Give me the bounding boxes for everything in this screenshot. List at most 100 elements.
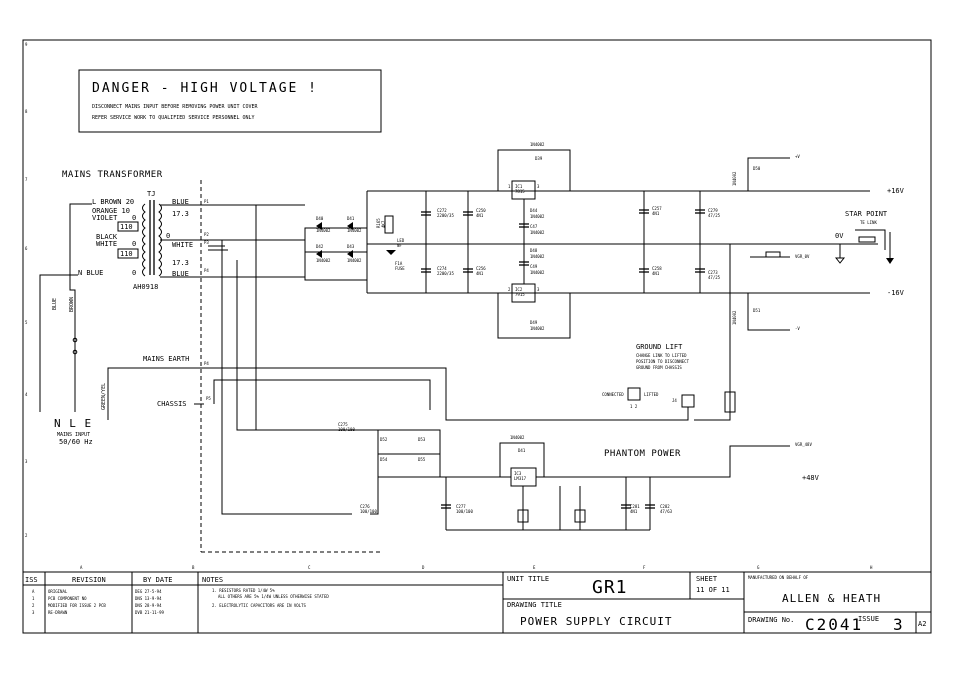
phantom-title: PHANTOM POWER: [604, 449, 681, 459]
title-block: ISS REVISION BY DATE NOTES A ORIGINAL DE…: [23, 572, 931, 634]
svg-text:1N4002: 1N4002: [316, 228, 331, 233]
rev-iss-2: 2: [32, 603, 35, 608]
rail-zero-label: 0V: [835, 232, 844, 240]
mains-transformer: MAINS TRANSFORMER TJ L BROWN 20 ORANGE 1…: [62, 170, 209, 291]
grid-col-b: B: [192, 565, 195, 570]
svg-text:1N4002: 1N4002: [316, 258, 331, 263]
wire-green-yel: GREEN/YEL: [101, 383, 107, 410]
transformer-part: AH0918: [133, 283, 158, 291]
svg-text:1N4002: 1N4002: [347, 228, 362, 233]
mains-input: BLUE BROWN GREEN/YEL N L E MAINS INPUT 5…: [39, 203, 211, 446]
danger-title: DANGER - HIGH VOLTAGE !: [92, 81, 318, 96]
svg-text:1N4002: 1N4002: [530, 142, 545, 147]
svg-text:VGR_0V: VGR_0V: [795, 254, 810, 259]
issue-value: 3: [893, 615, 905, 634]
rev-by-2: DNS 28-9-94: [135, 603, 162, 608]
primary-1: L BROWN 20: [92, 198, 134, 206]
svg-text:D52: D52: [380, 437, 388, 442]
rev-iss-1: 1: [32, 596, 35, 601]
svg-text:3: 3: [537, 287, 540, 292]
grid-row-labels: 9 8 7 6 5 4 3 2: [25, 42, 28, 538]
primary-3: VIOLET: [92, 214, 118, 222]
secondary-1: BLUE: [172, 198, 189, 206]
svg-text:3: 3: [537, 184, 540, 189]
danger-line-1: DISCONNECT MAINS INPUT BEFORE REMOVING P…: [92, 104, 259, 110]
lifted-label: LIFTED: [644, 392, 659, 397]
grid-column-labels: A B C D E F G H: [80, 565, 873, 570]
svg-text:C47: C47: [530, 224, 538, 229]
rev-text-2: MODIFIED FOR ISSUE 2 PCB: [48, 603, 106, 608]
drawing-no-label: DRAWING No.: [748, 616, 794, 624]
sheet-value: 11 OF 11: [696, 586, 730, 594]
sheet-size: A2: [918, 620, 926, 628]
primary-3-sub: 0: [132, 214, 136, 222]
unit-title: GR1: [592, 577, 628, 598]
rev-iss-0: A: [32, 589, 35, 594]
svg-text:D55: D55: [418, 457, 426, 462]
ground-lift-note-1: CHANGE LINK TO LIFTED: [636, 353, 687, 358]
ground-lift-note-2: POSITION TO DISCONNECT: [636, 359, 690, 364]
drawing-title-label: DRAWING TITLE: [507, 601, 562, 609]
svg-text:1N4002: 1N4002: [732, 171, 737, 186]
ground-lift-note-3: GROUND FROM CHASSIS: [636, 365, 682, 370]
primary-2: ORANGE 10: [92, 207, 130, 215]
pin-earth: P4: [204, 361, 209, 366]
svg-text:1N4002: 1N4002: [530, 230, 545, 235]
rail-pos-label: +16V: [887, 187, 905, 195]
issue-label: ISSUE: [858, 615, 879, 623]
grid-col-d: D: [422, 565, 425, 570]
svg-text:1N4002: 1N4002: [510, 435, 525, 440]
pin-p2: P2: [204, 232, 209, 237]
notes-label: NOTES: [202, 576, 223, 584]
grid-row-5: 5: [25, 320, 28, 325]
primary-5: WHITE: [96, 240, 117, 248]
svg-text:C49: C49: [530, 264, 538, 269]
grid-row-9: 9: [25, 42, 28, 47]
svg-text:1N4002: 1N4002: [530, 326, 545, 331]
r-led-label: R1654K7: [376, 218, 386, 228]
revision-label: REVISION: [72, 576, 106, 584]
main-wiring: D40 1N4002 D41 1N4002 D42 1N4002 D43 1N4…: [200, 142, 905, 515]
primary-6: N BLUE: [78, 269, 103, 277]
grid-col-f: F: [643, 565, 646, 570]
grid-col-e: E: [533, 565, 536, 570]
pin-chassis: P5: [206, 396, 211, 401]
by-date-label: BY DATE: [143, 576, 173, 584]
grid-col-c: C: [308, 565, 311, 570]
svg-text:D42: D42: [316, 244, 324, 249]
secondary-2: 17.3: [172, 210, 189, 218]
svg-text:D51: D51: [753, 308, 761, 313]
pin-p4: P4: [204, 268, 209, 273]
rev-by-0: DEG 27-5-94: [135, 589, 162, 594]
rail-neg-ref: -V: [795, 326, 800, 331]
svg-text:D43: D43: [347, 244, 355, 249]
grid-row-2: 2: [25, 533, 28, 538]
svg-text:D44: D44: [530, 208, 538, 213]
wire-brown: BROWN: [69, 297, 75, 312]
svg-text:VGR_48V: VGR_48V: [795, 442, 812, 447]
ground-lift: GROUND LIFT CHANGE LINK TO LIFTED POSITI…: [200, 244, 736, 421]
rail-pos-ref: +V: [795, 154, 800, 159]
svg-text:D49: D49: [530, 320, 538, 325]
centre-tap: 0: [166, 232, 170, 240]
secondary-3: WHITE: [172, 241, 193, 249]
grid-col-h: H: [870, 565, 873, 570]
grid-row-3: 3: [25, 459, 28, 464]
svg-text:D41: D41: [347, 216, 355, 221]
svg-text:1: 1: [508, 184, 511, 189]
tap-110-b: 110: [120, 250, 133, 258]
note-1: 1. RESISTORS RATED 1/4W 5%: [212, 588, 275, 593]
transformer-title: MAINS TRANSFORMER: [62, 170, 163, 180]
